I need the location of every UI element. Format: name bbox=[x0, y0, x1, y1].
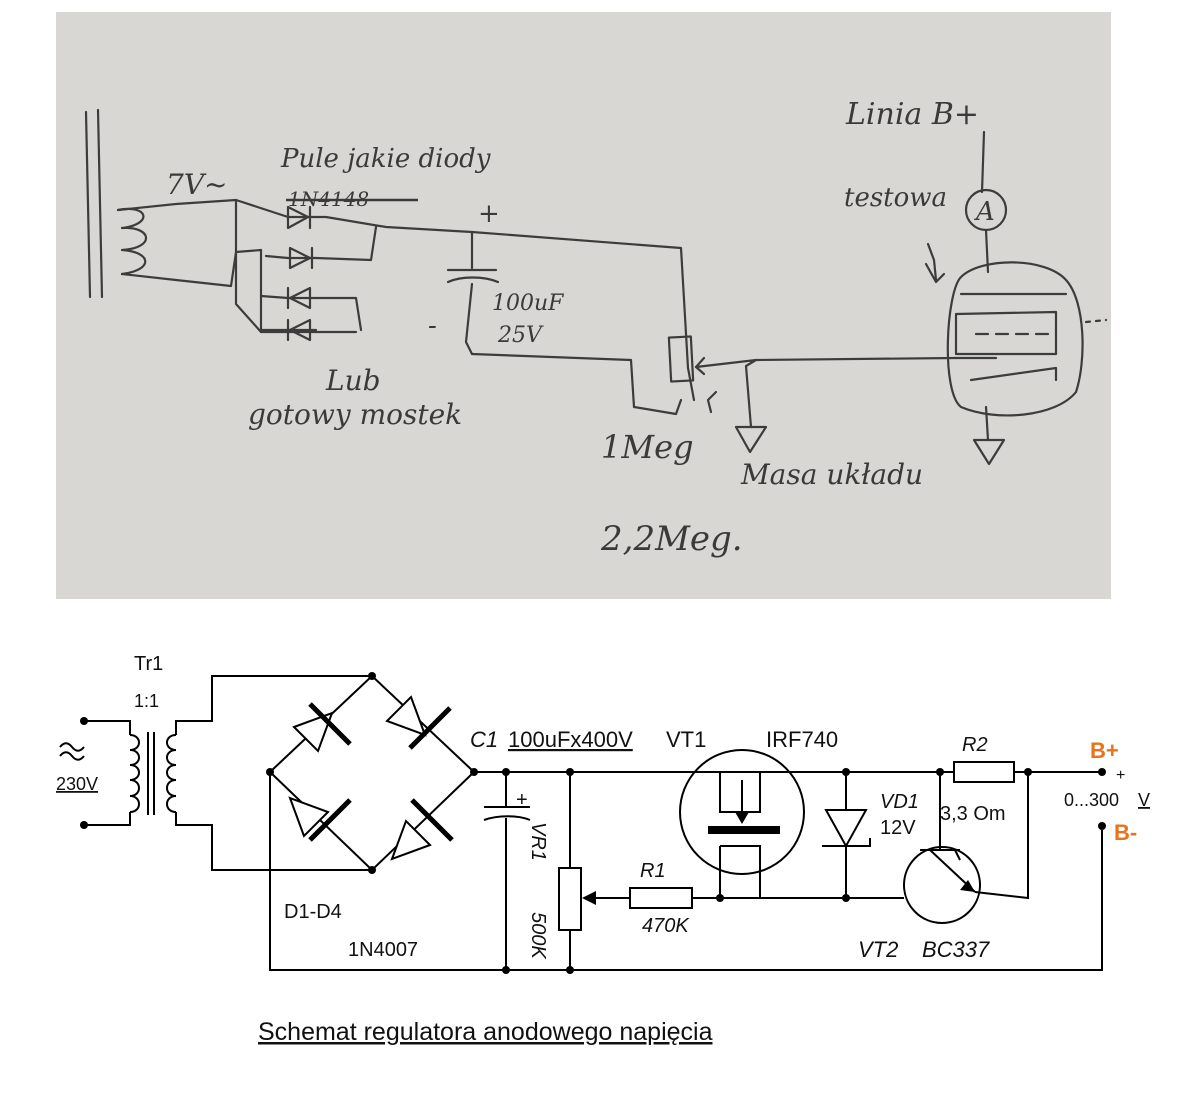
sketch-label-source-voltage: 7V~ bbox=[166, 168, 228, 201]
diode-bridge bbox=[266, 672, 478, 874]
r2-value: 3,3 Om bbox=[940, 803, 1006, 825]
sketch-label-b-plus-line: Linia B+ bbox=[845, 97, 979, 132]
circuit-wires bbox=[269, 768, 1106, 974]
circuit-schematic: Tr1 1:1 230V D1-D4 1N4007 bbox=[56, 653, 1150, 1046]
output-plus-sign: + bbox=[1116, 767, 1125, 784]
sketch-label-minus: - bbox=[428, 311, 437, 341]
sketch-vacuum-tube bbox=[924, 130, 1108, 466]
capacitor-plus: + bbox=[516, 789, 528, 811]
input-voltage: 230V bbox=[56, 774, 98, 794]
sketch-label-ground: Masa układu bbox=[740, 458, 923, 491]
zener-vd1 bbox=[822, 772, 871, 898]
transformer-ratio: 1:1 bbox=[134, 691, 159, 711]
capacitor-c1 bbox=[483, 772, 531, 970]
transformer-name: Tr1 bbox=[134, 653, 163, 675]
sketch-capacitor bbox=[446, 230, 958, 454]
zener-value: 12V bbox=[880, 817, 916, 839]
sketch-label-diodes-note: Pule jakie diody bbox=[280, 144, 491, 174]
pot-value: 500K bbox=[527, 912, 549, 960]
sketch-label-capacitor-value: 100uF bbox=[492, 291, 564, 316]
resistor-r2 bbox=[940, 761, 1028, 783]
capacitor-name: C1 bbox=[470, 727, 498, 752]
sketch-label-capacitor-voltage: 25V bbox=[497, 323, 544, 348]
transistor-vt2 bbox=[846, 772, 1029, 924]
transistor-name: VT2 bbox=[858, 937, 898, 962]
zener-name: VD1 bbox=[880, 791, 919, 813]
bridge-part: 1N4007 bbox=[348, 939, 418, 961]
handdrawn-sketch: 7V~ Pule jakie diody 1N4148 + - 100uF 25… bbox=[56, 12, 1111, 599]
bridge-name: D1-D4 bbox=[284, 901, 342, 923]
sketch-label-ammeter: A bbox=[974, 197, 995, 227]
r2-name: R2 bbox=[962, 734, 988, 756]
mosfet-name: VT1 bbox=[666, 727, 706, 752]
output-range: 0...300 bbox=[1064, 790, 1119, 810]
sketch-label-pot-value-1: 1Meg bbox=[601, 428, 694, 466]
mosfet-vt1 bbox=[679, 749, 805, 898]
paper-background bbox=[56, 12, 1111, 599]
capacitor-value: 100uFx400V bbox=[508, 727, 633, 752]
output-b-plus: B+ bbox=[1090, 738, 1119, 763]
sketch-transformer bbox=[84, 108, 263, 299]
r1-name: R1 bbox=[640, 860, 666, 882]
sketch-label-pot-value-2: 2,2Meg. bbox=[600, 519, 743, 559]
sketch-label-bridge-alt-2: gotowy mostek bbox=[248, 398, 462, 431]
transformer-tr1 bbox=[59, 675, 372, 871]
schematic-caption: Schemat regulatora anodowego napięcia bbox=[258, 1018, 713, 1046]
potentiometer-vr1 bbox=[558, 772, 630, 970]
output-b-minus: B- bbox=[1114, 820, 1137, 845]
sketch-label-bridge-alt-1: Lub bbox=[325, 364, 381, 397]
r1-value: 470K bbox=[642, 915, 690, 937]
mosfet-part: IRF740 bbox=[766, 727, 838, 752]
sketch-diode-bridge bbox=[234, 198, 474, 342]
sketch-label-tested: testowa bbox=[844, 183, 947, 213]
resistor-r1 bbox=[629, 887, 846, 909]
output-unit: V bbox=[1138, 790, 1150, 810]
sketch-label-plus: + bbox=[478, 199, 500, 229]
pot-name: VR1 bbox=[527, 822, 549, 861]
transistor-part: BC337 bbox=[922, 937, 990, 962]
